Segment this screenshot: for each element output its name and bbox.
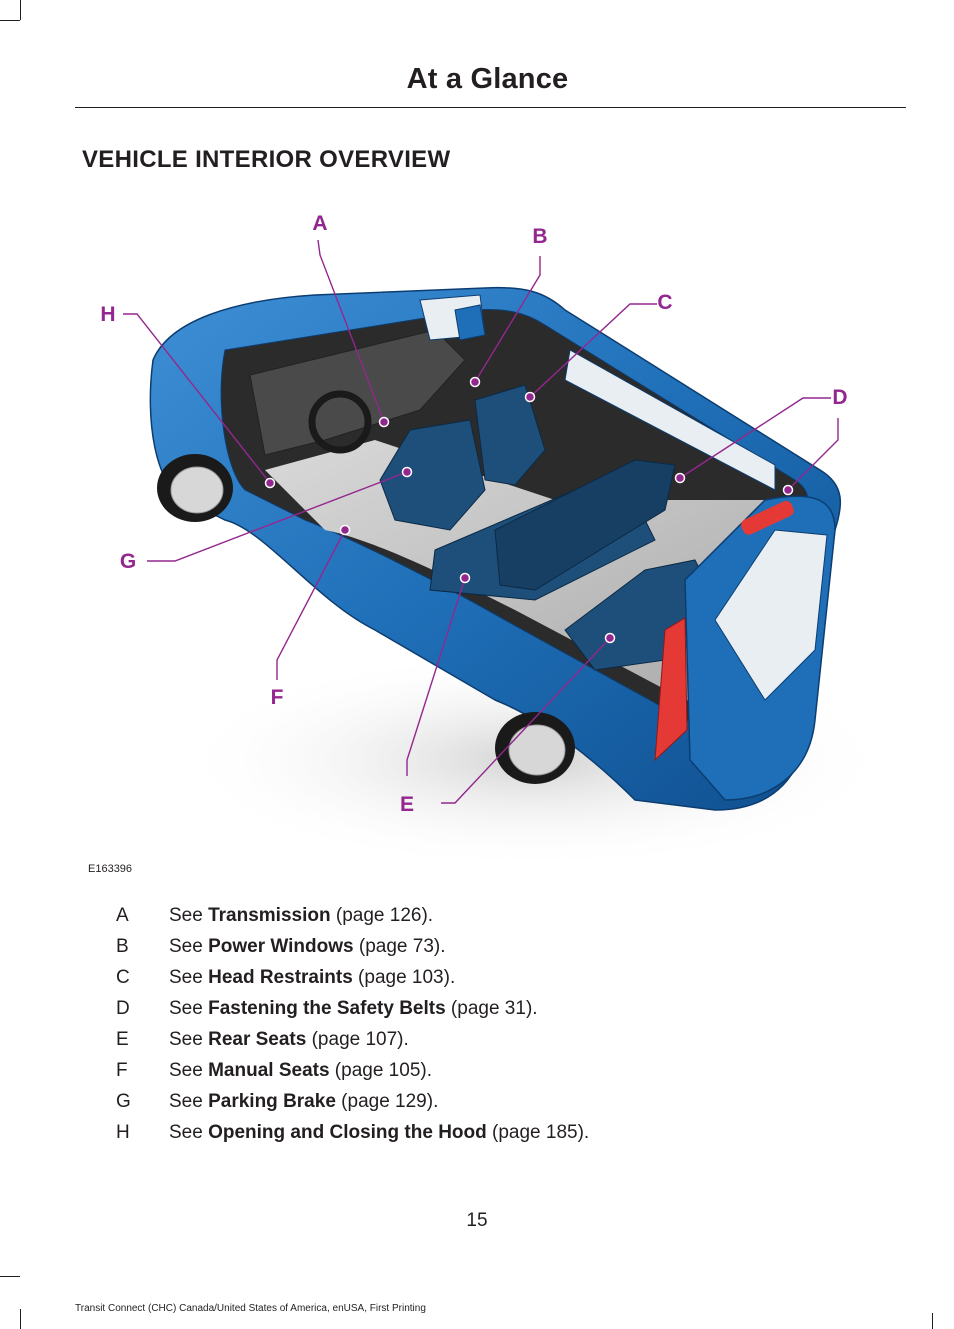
callout-label-e: E bbox=[399, 793, 414, 816]
legend-topic-link[interactable]: Head Restraints bbox=[208, 967, 353, 988]
callout-label-a: A bbox=[312, 212, 328, 235]
legend-topic-link[interactable]: Opening and Closing the Hood bbox=[208, 1122, 487, 1143]
legend-topic-link[interactable]: Rear Seats bbox=[208, 1029, 307, 1050]
legend-text: See Fastening the Safety Belts (page 31)… bbox=[169, 998, 538, 1019]
legend-item: D See Fastening the Safety Belts (page 3… bbox=[0, 998, 954, 1029]
tail-light bbox=[654, 617, 688, 762]
callout-label-c: C bbox=[657, 291, 673, 314]
callout-dot-d2 bbox=[782, 484, 794, 496]
front-wheel-rim bbox=[170, 466, 224, 514]
leader-line-e bbox=[406, 577, 466, 776]
side-mirror bbox=[454, 304, 486, 341]
page-title: At a Glance bbox=[406, 63, 569, 95]
legend-topic-link[interactable]: Transmission bbox=[208, 905, 331, 926]
callout-label-g: G bbox=[119, 550, 137, 573]
legend-topic-link[interactable]: Manual Seats bbox=[208, 1060, 330, 1081]
legend-item: F See Manual Seats (page 105). bbox=[0, 1060, 954, 1091]
legend-key: C bbox=[116, 967, 130, 988]
callout-dot-f bbox=[339, 524, 351, 536]
callout-dot-c bbox=[524, 391, 536, 403]
legend-topic-link[interactable]: Power Windows bbox=[208, 936, 354, 957]
legend-key: A bbox=[116, 905, 129, 926]
page-footer: Transit Connect (CHC) Canada/United Stat… bbox=[75, 1303, 426, 1314]
legend-topic-link[interactable]: Parking Brake bbox=[208, 1091, 336, 1112]
leader-line-d2 bbox=[787, 418, 839, 491]
callout-dot-a bbox=[378, 416, 390, 428]
legend-item: A See Transmission (page 126). bbox=[0, 905, 954, 936]
crop-mark-bottom-left-vertical bbox=[20, 1309, 21, 1329]
leader-line-f bbox=[276, 529, 346, 680]
legend-text: See Parking Brake (page 129). bbox=[169, 1091, 439, 1112]
leader-line-b bbox=[474, 256, 541, 383]
front-seat-driver bbox=[379, 419, 486, 531]
section-title: VEHICLE INTERIOR OVERVIEW bbox=[82, 146, 451, 173]
crop-mark-top-left-horizontal bbox=[0, 20, 20, 21]
legend-key: H bbox=[116, 1122, 130, 1143]
leader-line-a bbox=[317, 239, 385, 423]
legend-item: B See Power Windows (page 73). bbox=[0, 936, 954, 967]
second-row-backrest bbox=[494, 459, 676, 591]
callout-label-f: F bbox=[270, 686, 284, 709]
front-seat-passenger bbox=[474, 384, 546, 486]
legend-key: F bbox=[116, 1060, 128, 1081]
legend-key: E bbox=[116, 1029, 129, 1050]
crop-mark-bottom-left-horizontal bbox=[0, 1276, 20, 1277]
legend-item: H See Opening and Closing the Hood (page… bbox=[0, 1122, 954, 1153]
legend-text: See Rear Seats (page 107). bbox=[169, 1029, 409, 1050]
figure-code: E163396 bbox=[88, 863, 133, 875]
callout-label-h: H bbox=[100, 303, 116, 326]
legend-item: C See Head Restraints (page 103). bbox=[0, 967, 954, 998]
leader-line-d bbox=[679, 397, 831, 479]
page-number: 15 bbox=[466, 1210, 488, 1231]
legend-text: See Transmission (page 126). bbox=[169, 905, 434, 926]
legend-item: G See Parking Brake (page 129). bbox=[0, 1091, 954, 1122]
leader-line-h bbox=[123, 313, 271, 484]
rear-wheel-rim bbox=[508, 724, 566, 776]
callout-dot-e2 bbox=[604, 632, 616, 644]
legend-topic-link[interactable]: Fastening the Safety Belts bbox=[208, 998, 446, 1019]
legend-text: See Head Restraints (page 103). bbox=[169, 967, 456, 988]
steering-wheel bbox=[308, 390, 372, 454]
callout-dot-g bbox=[401, 466, 413, 478]
callout-label-d: D bbox=[832, 386, 848, 409]
callout-dot-b bbox=[469, 376, 481, 388]
callout-dot-h bbox=[264, 477, 276, 489]
legend-text: See Opening and Closing the Hood (page 1… bbox=[169, 1122, 590, 1143]
crop-mark-top-left-vertical bbox=[20, 0, 21, 20]
legend-key: G bbox=[116, 1091, 131, 1112]
legend-text: See Power Windows (page 73). bbox=[169, 936, 446, 957]
side-window-rear bbox=[564, 349, 776, 491]
rear-brake-light bbox=[741, 500, 794, 535]
leader-line-g bbox=[147, 471, 408, 562]
legend-text: See Manual Seats (page 105). bbox=[169, 1060, 432, 1081]
callout-label-b: B bbox=[532, 225, 548, 248]
callout-lines bbox=[123, 239, 839, 804]
callout-dot-d bbox=[674, 472, 686, 484]
crop-mark-bottom-right-vertical bbox=[932, 1313, 933, 1329]
legend-item: E See Rear Seats (page 107). bbox=[0, 1029, 954, 1060]
vehicle-illustration bbox=[123, 239, 895, 870]
leader-line-c bbox=[529, 303, 657, 398]
rear-glass bbox=[714, 529, 828, 701]
legend-key: D bbox=[116, 998, 130, 1019]
legend-key: B bbox=[116, 936, 129, 957]
leader-line-e2 bbox=[441, 637, 611, 804]
callout-dots bbox=[264, 376, 794, 644]
page-header: At a Glance bbox=[75, 60, 906, 108]
callout-dot-e bbox=[459, 572, 471, 584]
vehicle-interior-figure: A B C D E F G H bbox=[75, 200, 906, 880]
